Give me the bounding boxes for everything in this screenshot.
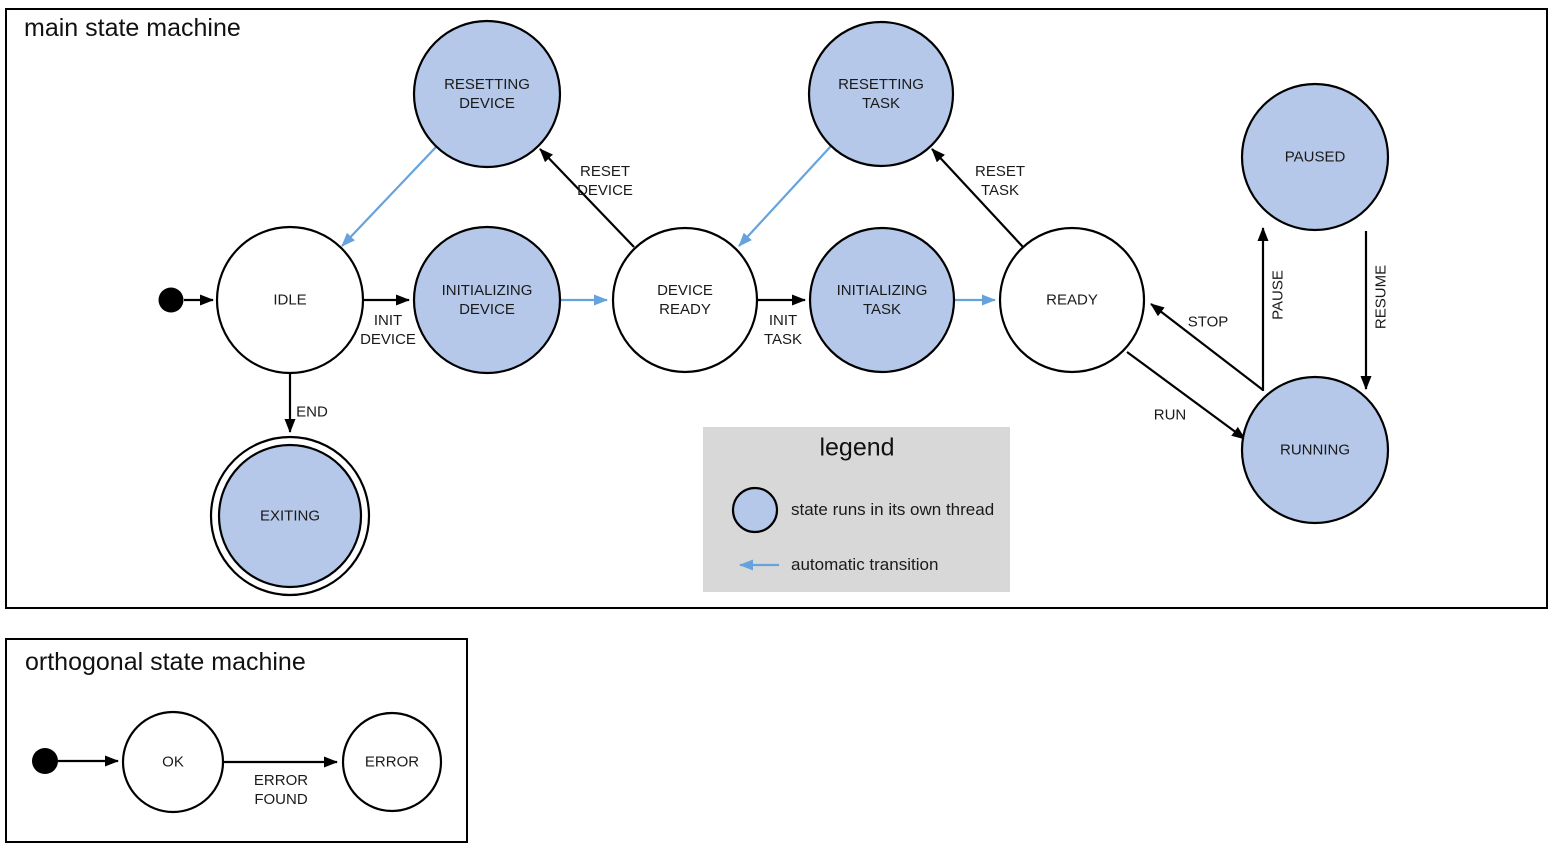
transition-label-init-task: INIT TASK (763, 312, 803, 348)
transition-label-end: END (296, 403, 328, 421)
state-label-initializing-device: INITIALIZING DEVICE (441, 282, 533, 318)
state-label-ok: OK (162, 753, 184, 771)
transition-label-init-device: INIT DEVICE (360, 312, 416, 348)
state-label-resetting-task: RESETTING TASK (838, 76, 924, 112)
state-label-running: RUNNING (1280, 441, 1350, 459)
transition-label-reset-task: RESET TASK (974, 163, 1026, 199)
transition-label-reset-device: RESET DEVICE (577, 163, 633, 199)
state-label-device-ready: DEVICE READY (657, 282, 713, 318)
ortho-panel-title: orthogonal state machine (25, 648, 306, 676)
state-label-idle: IDLE (273, 291, 307, 309)
legend-thread-state-label: state runs in its own thread (791, 500, 995, 519)
state-label-exiting: EXITING (259, 507, 321, 525)
legend-auto-transition-label: automatic transition (791, 555, 939, 574)
state-label-error: ERROR (364, 753, 420, 771)
legend-title: legend (819, 433, 895, 462)
transition-label-pause: PAUSE (1269, 270, 1287, 320)
main-panel-title: main state machine (24, 14, 241, 42)
state-label-paused: PAUSED (1284, 148, 1346, 166)
state-label-resetting-device: RESETTING DEVICE (444, 76, 530, 112)
state-label-initializing-task: INITIALIZING TASK (836, 282, 928, 318)
state-label-ready: READY (1046, 291, 1098, 309)
transition-label-run: RUN (1153, 406, 1187, 424)
transition-label-resume: RESUME (1372, 264, 1390, 330)
transition-label-stop: STOP (1187, 313, 1229, 331)
transition-label-error-found: ERROR FOUND (253, 772, 309, 808)
